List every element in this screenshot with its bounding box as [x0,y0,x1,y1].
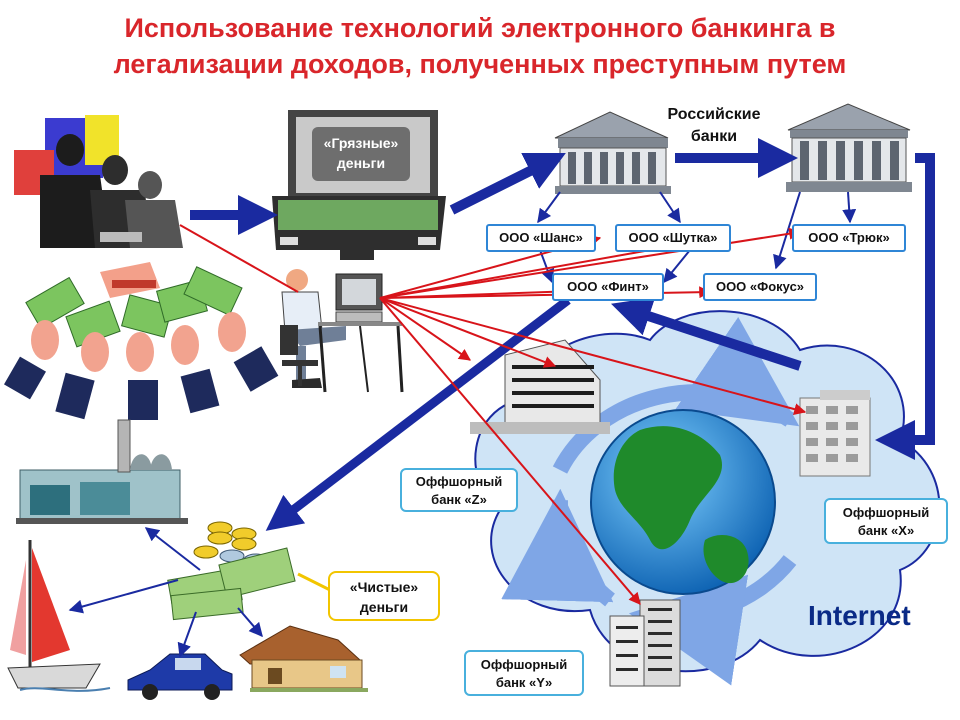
offshore-bank-y-label: Оффшорный банк «Y» [464,650,584,696]
sailboat-icon [7,540,111,692]
company-shutka: ООО «Шутка» [615,224,731,252]
company-shans: ООО «Шанс» [486,224,596,252]
criminals-group-icon [14,115,183,248]
offshore-bank-x-label: Оффшорный банк «X» [824,498,948,544]
bank-building-icon [786,103,912,192]
bank-building-icon [554,111,671,194]
car-icon [127,653,233,700]
clean-money-label: «Чистые» деньги [328,571,440,621]
hands-with-money-icon [4,262,279,420]
page-title: Использование технологий электронного ба… [0,10,960,82]
factory-icon [16,419,188,524]
offshore-building-y-icon [609,599,681,687]
money-stack-icon [167,521,296,621]
company-fint: ООО «Финт» [552,273,664,301]
company-tryuk: ООО «Трюк» [792,224,906,252]
title-line-1: Использование технологий электронного ба… [124,13,836,43]
company-fokus: ООО «Фокус» [703,273,817,301]
flow-arrows [68,138,935,658]
man-at-computer-icon [280,269,404,393]
internet-label: Internet [808,600,911,631]
offshore-building-x-icon [799,390,871,477]
russian-banks-label: Российские банки [667,106,761,145]
dirty-money-label: «Грязные» деньги [312,127,410,181]
title-line-2: легализации доходов, полученных преступн… [113,49,847,79]
house-icon [239,625,368,692]
offshore-bank-z-label: Оффшорный банк «Z» [400,468,518,512]
